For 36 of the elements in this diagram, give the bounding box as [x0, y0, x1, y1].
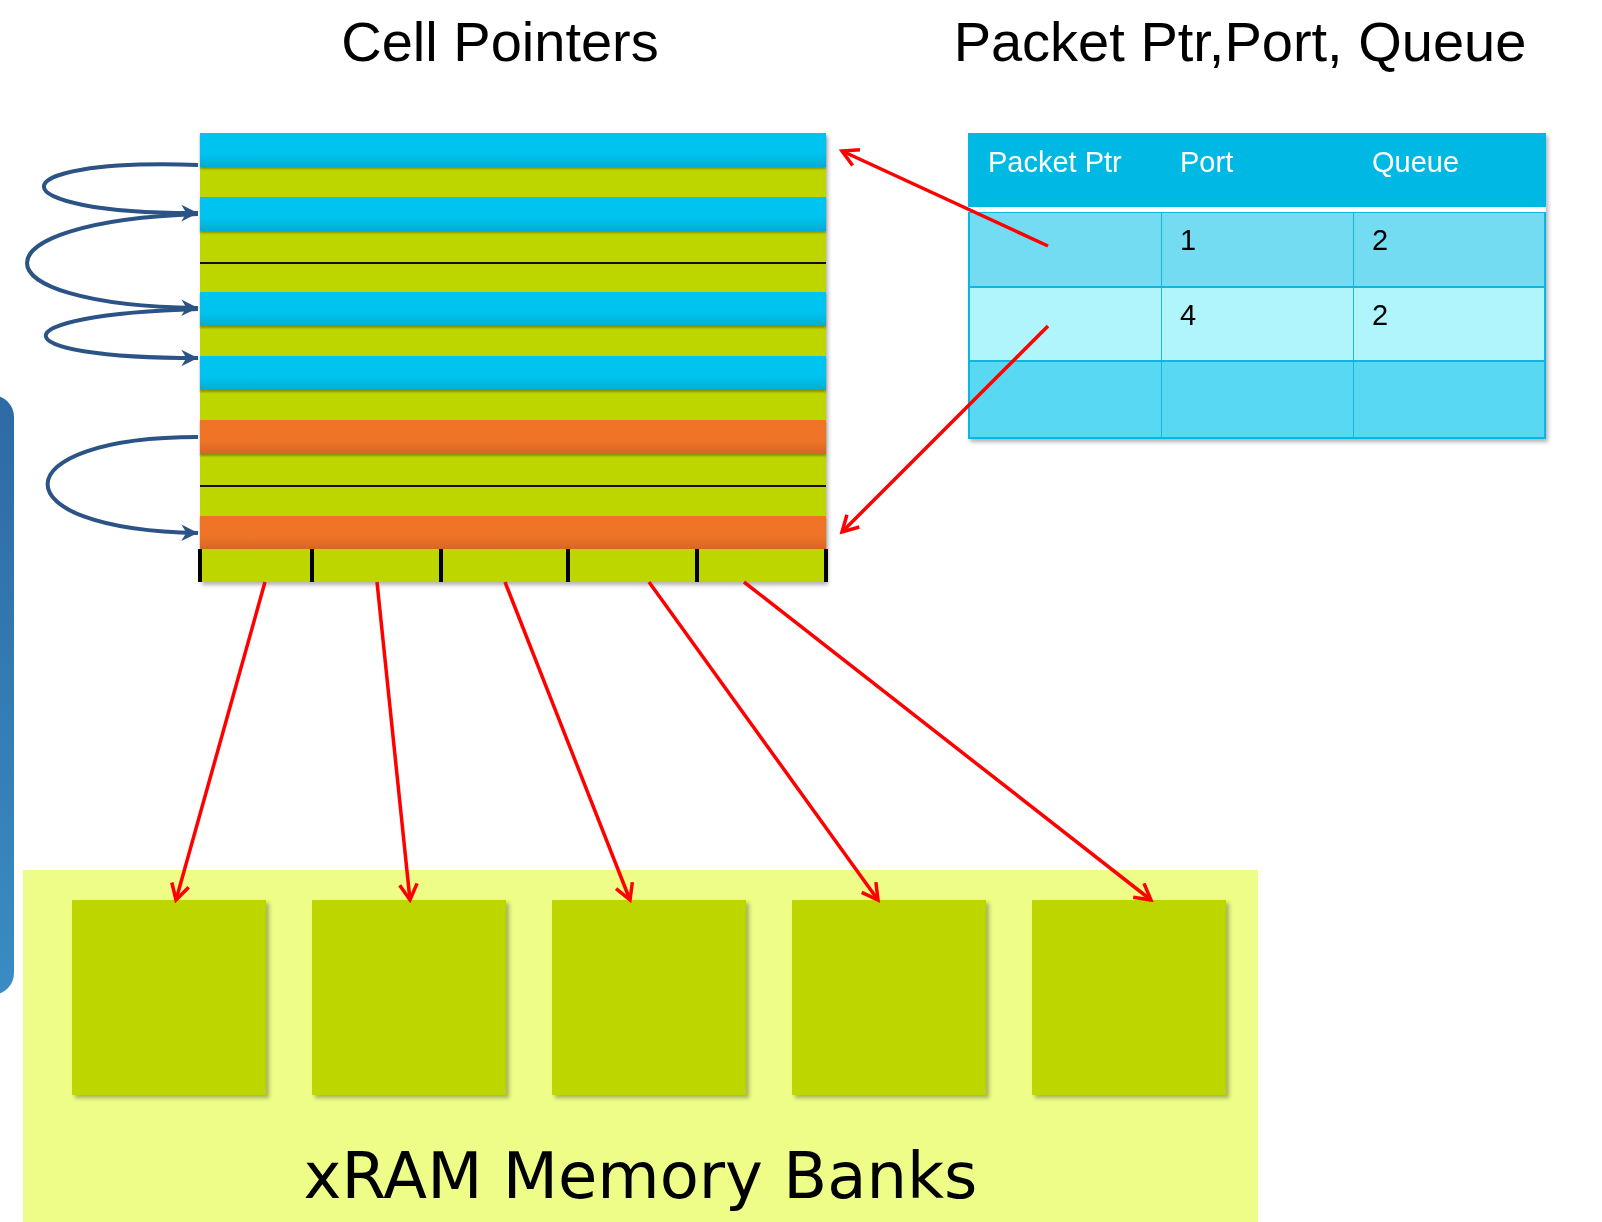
table-cell — [969, 287, 1162, 361]
heading: Packet Ptr,Port, Queue — [953, 14, 1527, 70]
arrow — [503, 581, 635, 902]
heading: Cell Pointers — [341, 14, 659, 70]
arrow — [170, 581, 267, 902]
pointer-bar — [200, 516, 826, 550]
memory-bank — [312, 900, 506, 1095]
pointer-bar — [200, 356, 826, 390]
memory-bank — [552, 900, 746, 1095]
cell-value: 2 — [1372, 226, 1389, 255]
arrow — [46, 435, 199, 541]
pointer-bar — [200, 292, 826, 326]
memory-bank — [72, 900, 266, 1095]
pointer-bar — [200, 420, 826, 454]
arrow — [375, 581, 419, 902]
table-cell — [969, 212, 1162, 287]
arrow — [44, 307, 199, 367]
arrow — [647, 580, 880, 902]
arrow — [25, 212, 199, 316]
memory-banks-area — [23, 870, 1258, 1222]
cell-value: 4 — [1180, 301, 1197, 330]
arrow — [840, 324, 1050, 534]
arrow — [42, 162, 199, 221]
cell-value: 2 — [1372, 301, 1389, 330]
column-header: Queue — [1372, 148, 1460, 177]
cell-value: 1 — [1180, 226, 1197, 255]
column-header: Packet Ptr — [988, 148, 1122, 177]
pointer-memory-block — [200, 133, 826, 582]
arrow — [742, 580, 1153, 902]
memory-bank — [1032, 900, 1226, 1095]
pointer-bar — [200, 197, 826, 231]
memory-bank — [792, 900, 986, 1095]
packet-table — [968, 133, 1546, 439]
column-header: Port — [1180, 148, 1234, 177]
arrow — [840, 147, 1049, 248]
pointer-bar — [200, 133, 826, 167]
